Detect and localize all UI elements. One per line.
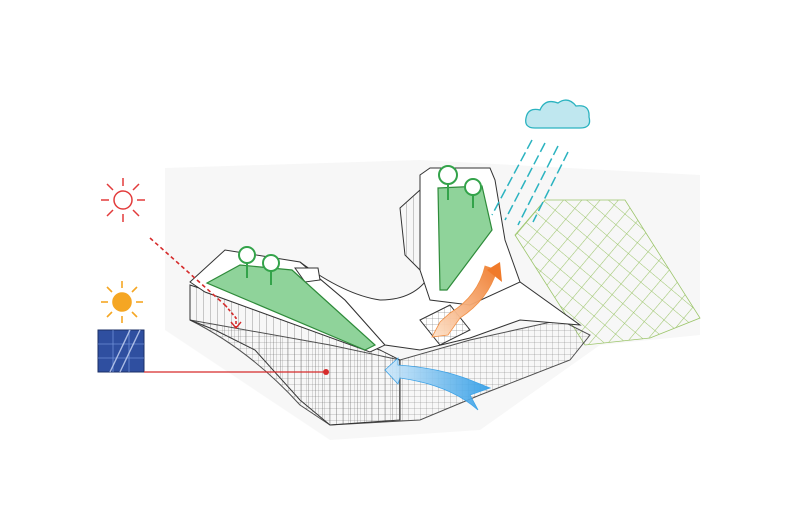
green-field [514, 199, 701, 346]
sun-outline-icon [101, 178, 145, 222]
tree-icon [464, 178, 482, 208]
rain-icon [491, 139, 569, 226]
tree-icon [262, 254, 280, 285]
tree-icon [238, 246, 256, 278]
cloud-icon [525, 99, 591, 129]
energy-line [144, 369, 329, 375]
wind-arrow-icon [384, 357, 492, 411]
sun-ray-arrow [149, 237, 242, 330]
roof-cap [294, 267, 321, 283]
green-roof-left [205, 264, 377, 351]
wind-arrow-icon [431, 262, 502, 338]
tower-facade [399, 188, 421, 272]
tree-icon [438, 165, 458, 200]
solar-panel-icon [97, 329, 145, 373]
sun-solid-icon [101, 281, 143, 323]
